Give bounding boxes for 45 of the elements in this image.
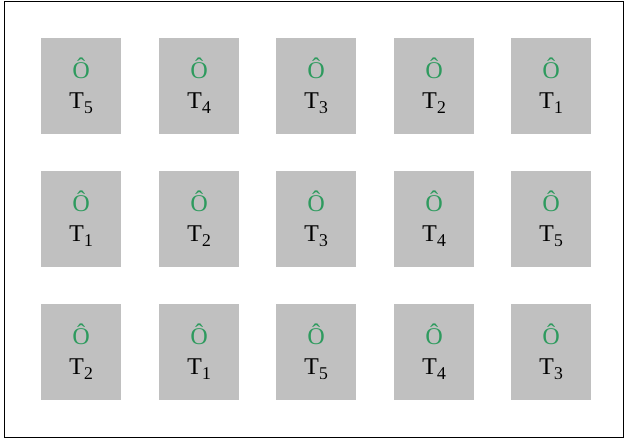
tile	[159, 304, 239, 400]
symbol: Ô	[425, 56, 443, 86]
tile	[276, 171, 356, 267]
symbol: Ô	[542, 56, 560, 86]
label: T$_{3}$	[304, 220, 328, 249]
label: T$_{2}$	[69, 353, 93, 382]
symbol: Ô	[425, 189, 443, 219]
symbol: Ô	[190, 56, 208, 86]
label: T$_{5}$	[69, 87, 93, 116]
tile	[41, 171, 121, 267]
label: T$_{4}$	[187, 87, 211, 116]
symbol: Ô	[190, 189, 208, 219]
tile	[511, 171, 591, 267]
label: T$_{1}$	[69, 220, 93, 249]
symbol: Ô	[307, 56, 325, 86]
label: T$_{1}$	[539, 87, 563, 116]
label: T$_{4}$	[422, 353, 446, 382]
symbol: Ô	[542, 189, 560, 219]
label: T$_{5}$	[304, 353, 328, 382]
symbol: Ô	[190, 322, 208, 352]
tile	[394, 38, 474, 134]
symbol: Ô	[425, 322, 443, 352]
tile	[511, 38, 591, 134]
tile	[159, 171, 239, 267]
symbol: Ô	[72, 322, 90, 352]
tile	[41, 304, 121, 400]
label: T$_{3}$	[539, 353, 563, 382]
label: T$_{2}$	[422, 87, 446, 116]
tile	[159, 38, 239, 134]
label: T$_{4}$	[422, 220, 446, 249]
tile	[394, 304, 474, 400]
label: T$_{1}$	[187, 353, 211, 382]
tile	[41, 38, 121, 134]
tile	[511, 304, 591, 400]
tile	[276, 38, 356, 134]
symbol: Ô	[72, 56, 90, 86]
symbol: Ô	[307, 189, 325, 219]
label: T$_{2}$	[187, 220, 211, 249]
symbol: Ô	[72, 189, 90, 219]
symbol: Ô	[307, 322, 325, 352]
symbol: Ô	[542, 322, 560, 352]
label: T$_{3}$	[304, 87, 328, 116]
tile	[394, 171, 474, 267]
label: T$_{5}$	[539, 220, 563, 249]
tile	[276, 304, 356, 400]
